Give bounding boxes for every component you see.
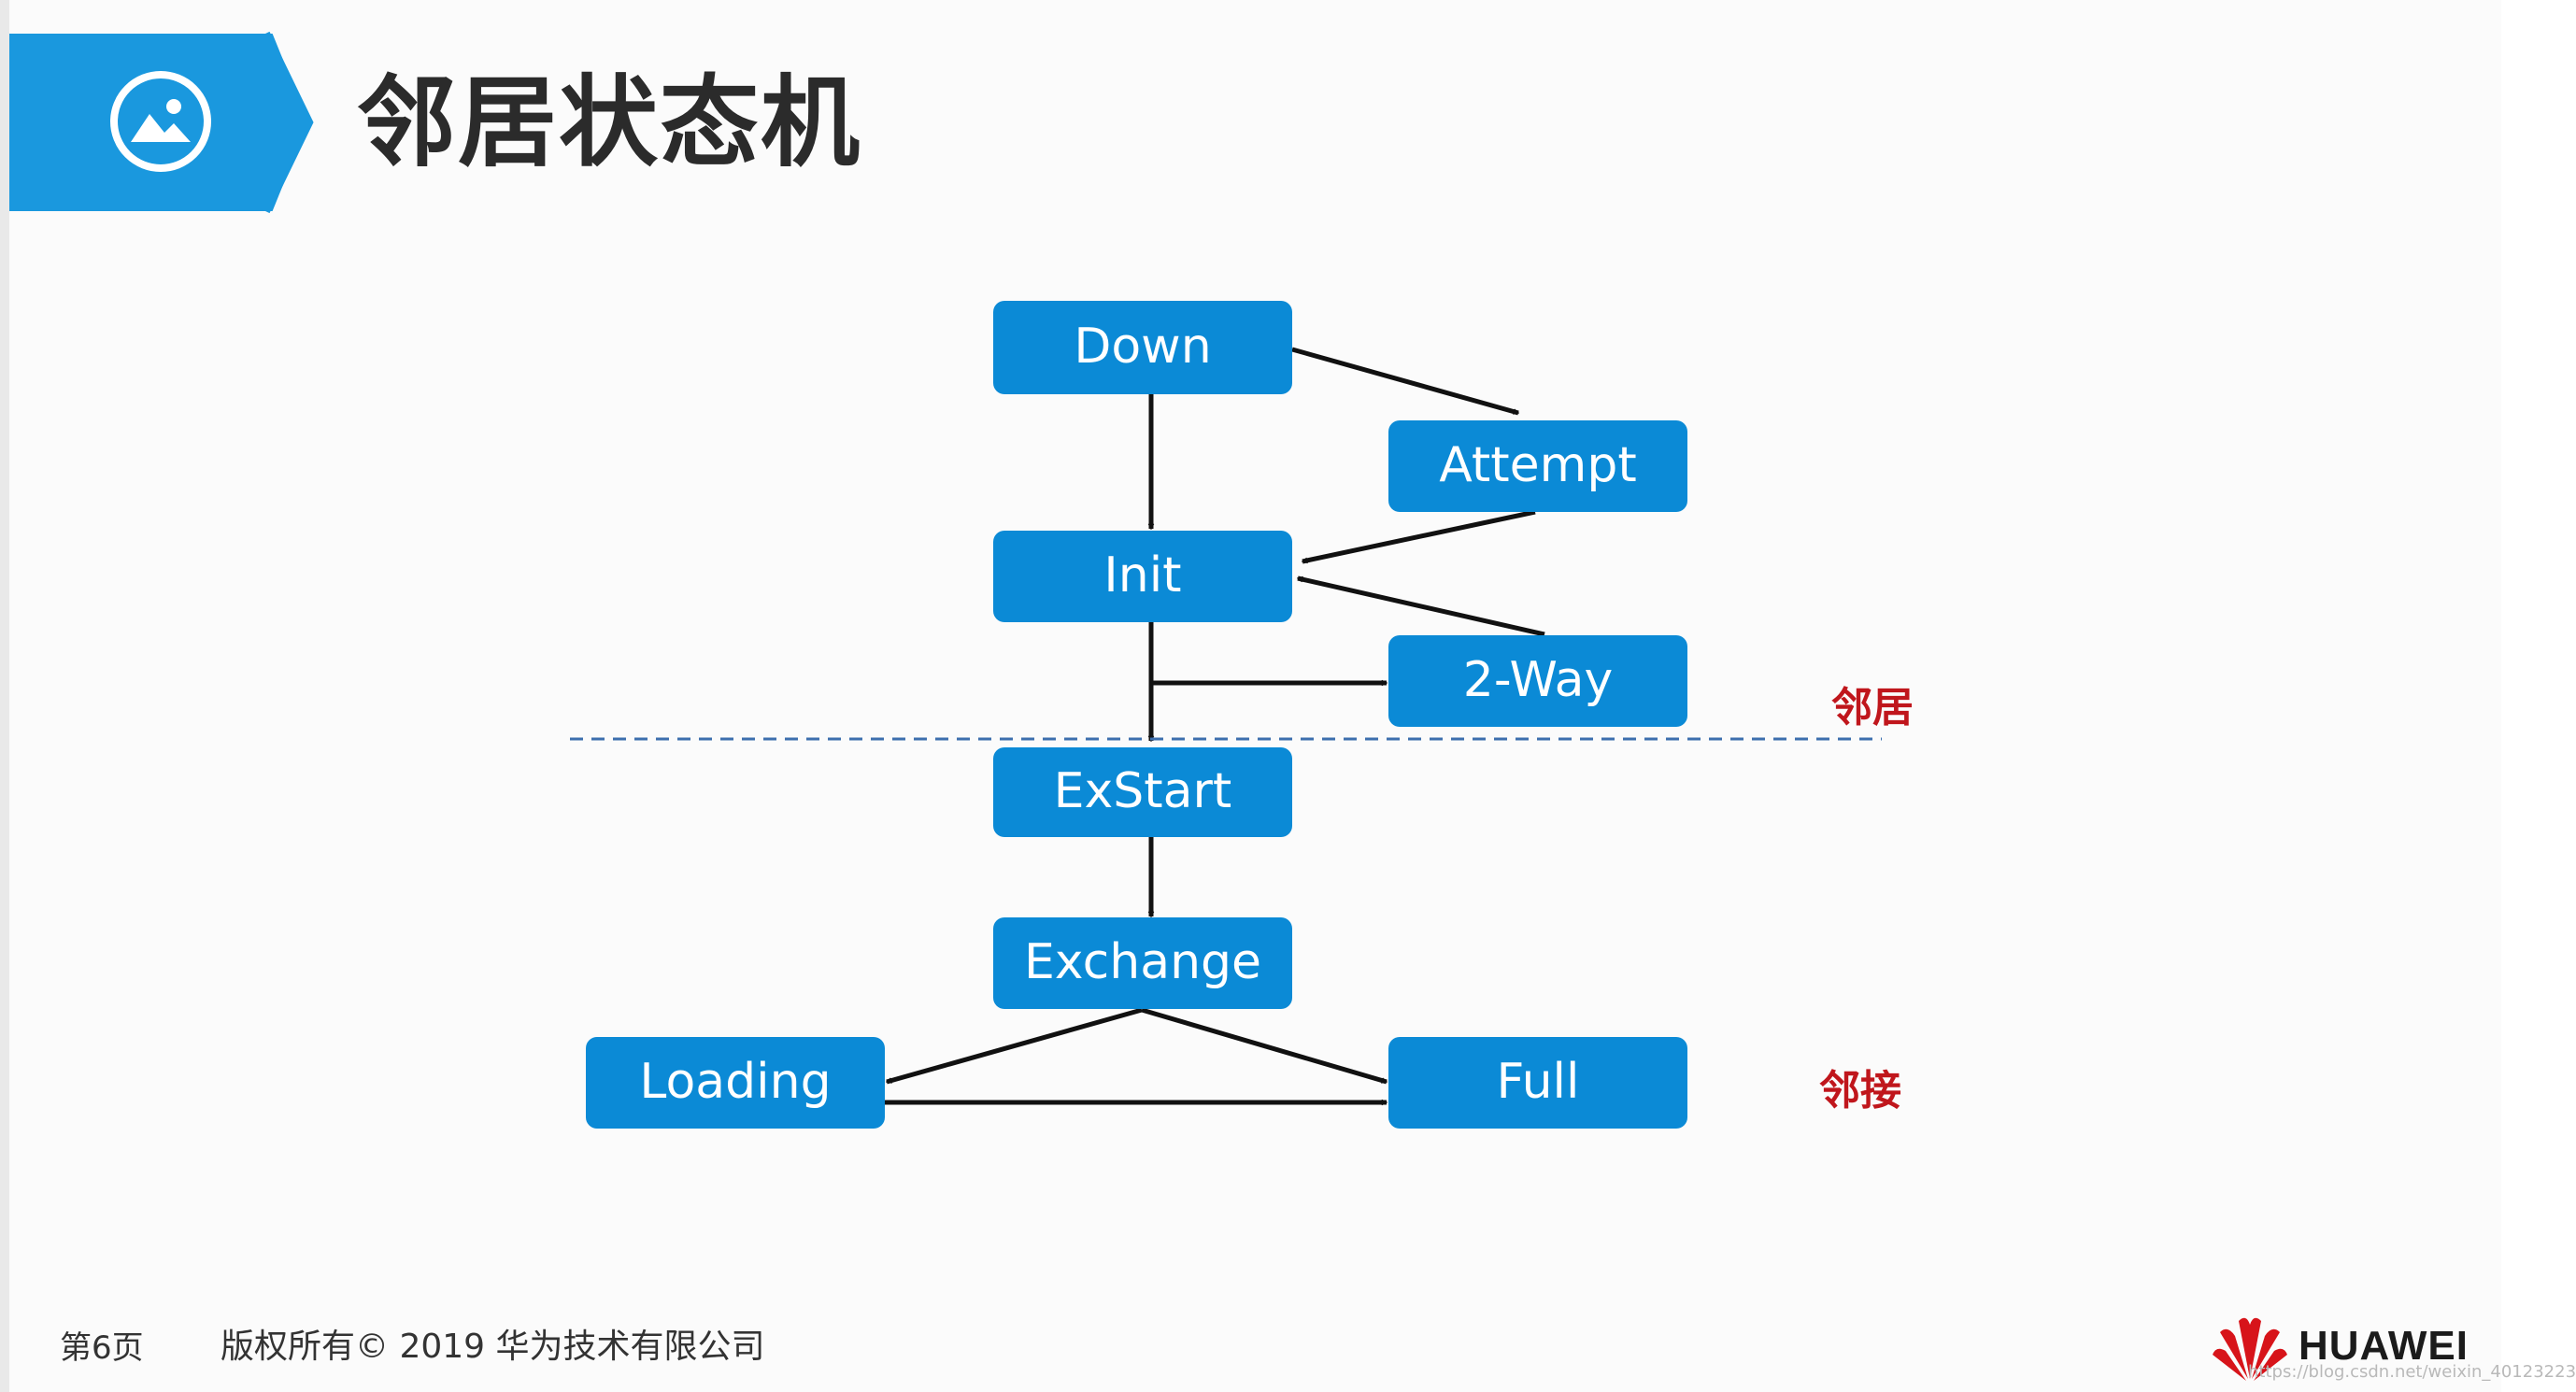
- node-init: Init: [993, 531, 1292, 622]
- page-title: 邻居状态机: [357, 65, 861, 180]
- zone-label-adjacency: 邻接: [1819, 1067, 1901, 1115]
- node-down-label: Down: [1074, 319, 1211, 375]
- node-exchange: Exchange: [993, 917, 1292, 1009]
- watermark-url: https://blog.csdn.net/weixin_40123223: [2248, 1362, 2576, 1382]
- node-exstart: ExStart: [993, 747, 1292, 837]
- node-exstart-label: ExStart: [1054, 763, 1232, 819]
- header-chevron-icon: [261, 31, 314, 214]
- image-icon: [110, 71, 211, 172]
- brand-name: HUAWEI: [2298, 1323, 2469, 1369]
- slide-left-edge: [0, 0, 9, 1392]
- node-init-label: Init: [1103, 547, 1181, 604]
- edge-down-to-attempt: [1291, 347, 1518, 416]
- node-full-label: Full: [1497, 1054, 1580, 1110]
- edge-exchange-to-full: [1141, 1007, 1387, 1085]
- node-down: Down: [993, 301, 1292, 394]
- node-attempt: Attempt: [1388, 420, 1687, 512]
- footer-page-number: 第6页: [60, 1329, 144, 1367]
- node-two-way: 2-Way: [1388, 635, 1687, 727]
- node-loading: Loading: [586, 1037, 885, 1129]
- zone-label-neighbor: 邻居: [1831, 684, 1914, 732]
- header-banner: [9, 34, 308, 211]
- node-exchange-label: Exchange: [1024, 934, 1261, 990]
- node-loading-label: Loading: [639, 1054, 831, 1110]
- node-full: Full: [1388, 1037, 1687, 1129]
- footer-copyright: 版权所有© 2019 华为技术有限公司: [221, 1328, 765, 1366]
- node-attempt-label: Attempt: [1439, 437, 1636, 493]
- edge-twoway-to-init: [1298, 575, 1545, 637]
- edge-attempt-to-init: [1302, 509, 1536, 564]
- node-two-way-label: 2-Way: [1463, 652, 1613, 708]
- huawei-petal-icon: [2213, 1317, 2287, 1381]
- huawei-logo: HUAWEI https://blog.csdn.net/weixin_4012…: [2211, 1310, 2576, 1385]
- edge-exchange-to-loading: [887, 1007, 1143, 1085]
- state-machine-diagram: Down Attempt Init 2-Way ExStart Exchange…: [570, 301, 1914, 1129]
